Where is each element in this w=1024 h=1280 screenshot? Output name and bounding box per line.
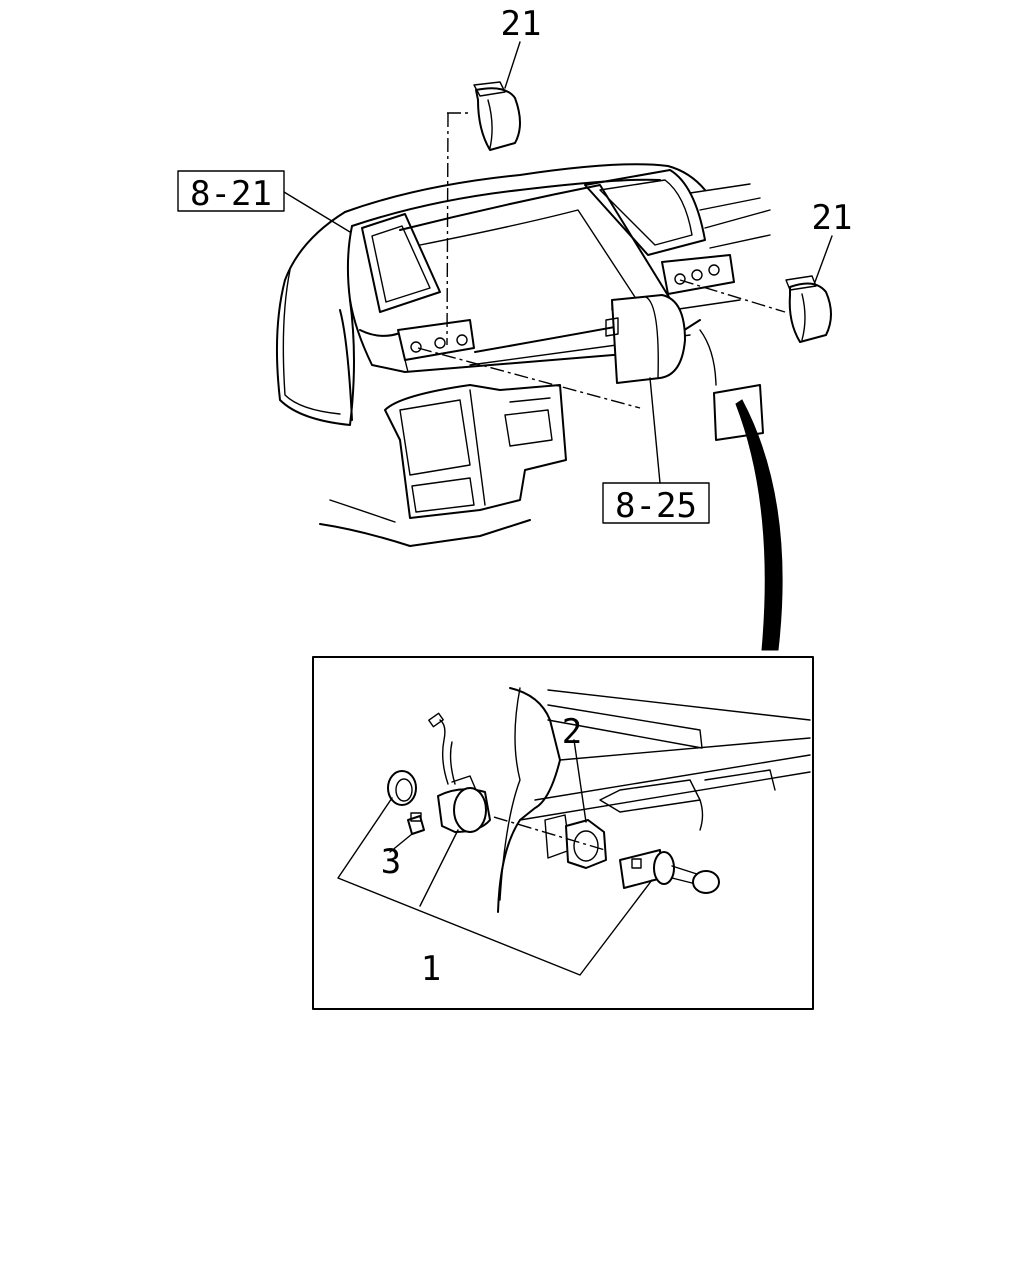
- leader-8-21: [283, 191, 351, 233]
- leader-21-right: [814, 235, 833, 283]
- ref-box-8-21: [177, 170, 285, 212]
- ref-box-8-25: [602, 482, 710, 524]
- switch-module: [605, 294, 686, 384]
- leader-part-1: [337, 797, 653, 976]
- part-number-21-right: 21: [812, 198, 853, 238]
- leader-21-left: [504, 41, 521, 89]
- leader-part-2: [573, 739, 587, 823]
- leader-8-25: [649, 377, 661, 484]
- ref-label-8-21: 8-21: [190, 174, 272, 214]
- ref-label-8-25: 8-25: [615, 486, 697, 526]
- part-number-1: 1: [421, 949, 441, 989]
- leader-part-3: [389, 833, 413, 853]
- ring-washer: [387, 770, 417, 806]
- bolt-part-3: [407, 812, 425, 835]
- part-number-21-left: 21: [501, 4, 542, 44]
- cover-part-21-right: [785, 275, 832, 343]
- cover-part-21-left: [473, 81, 521, 151]
- detail-view: [312, 656, 814, 1010]
- detail-center-line: [469, 809, 606, 851]
- socket-body: [428, 712, 491, 833]
- part-number-3: 3: [381, 842, 401, 882]
- locator-lines: [417, 112, 786, 409]
- instrument-panel: [275, 163, 771, 547]
- part-number-2: 2: [562, 712, 582, 752]
- lighter-plug: [619, 849, 720, 894]
- detail-pointer-arrow: [735, 399, 783, 651]
